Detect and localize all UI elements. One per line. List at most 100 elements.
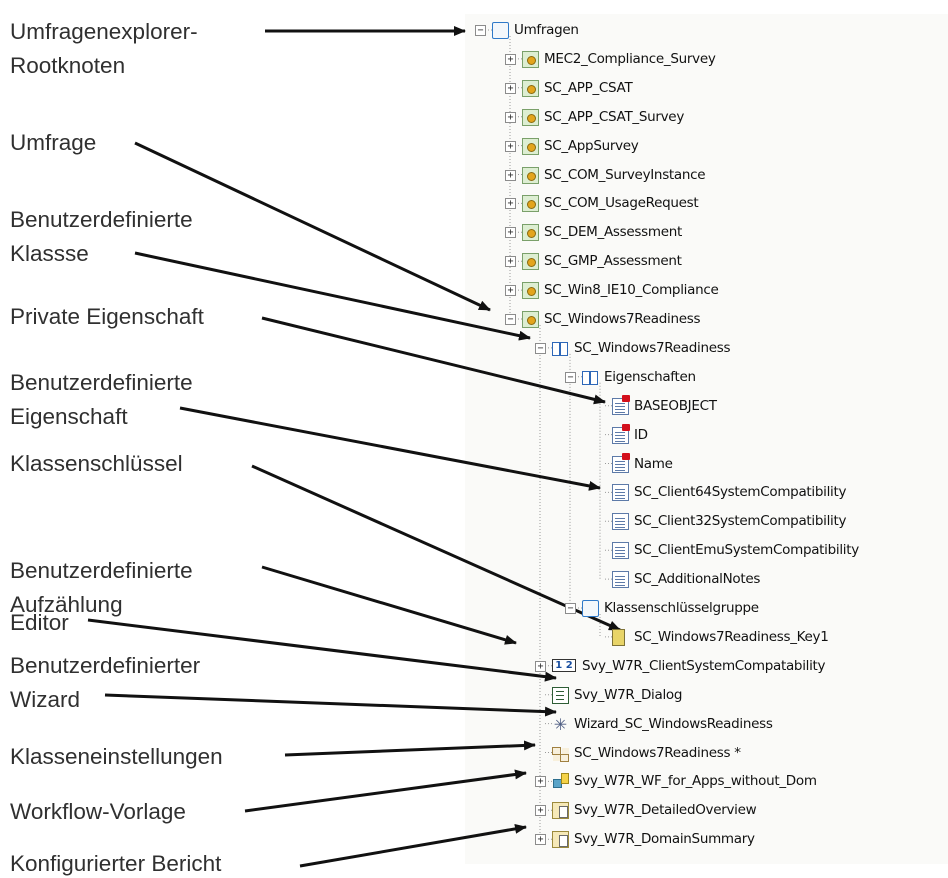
survey-icon bbox=[522, 166, 539, 184]
callout-label-custom-enum: Benutzerdefinierte bbox=[10, 558, 193, 583]
tree-node-label[interactable]: Eigenschaften bbox=[604, 368, 696, 385]
tree-node-label[interactable]: SC_Client32SystemCompatibility bbox=[634, 513, 847, 530]
survey-icon bbox=[522, 79, 539, 97]
tree-node-label[interactable]: Svy_W7R_ClientSystemCompatability bbox=[582, 657, 826, 674]
property-icon bbox=[612, 542, 629, 560]
callout-label-custom-enum: Aufzählung bbox=[10, 592, 123, 617]
folder-icon bbox=[492, 22, 509, 39]
expand-icon[interactable]: + bbox=[505, 198, 516, 210]
lock-icon bbox=[622, 394, 630, 402]
survey-icon bbox=[522, 195, 539, 213]
property-icon bbox=[612, 513, 629, 531]
editor-icon bbox=[552, 686, 569, 704]
tree-node-label[interactable]: SC_Windows7Readiness * bbox=[574, 744, 741, 761]
callout-arrow-class-key bbox=[251, 464, 621, 632]
tree-node-label[interactable]: SC_Windows7Readiness bbox=[574, 339, 731, 356]
tree-node-label[interactable]: Wizard_SC_WindowsReadiness bbox=[574, 715, 773, 732]
survey-icon bbox=[522, 282, 539, 300]
callout-arrow-class-settings bbox=[284, 740, 536, 757]
callout-label-class-key: Klassenschlüssel bbox=[10, 451, 183, 476]
callout-label-custom-wizard: Wizard bbox=[10, 687, 81, 712]
tree-node-label[interactable]: SC_DEM_Assessment bbox=[544, 224, 682, 241]
class-icon bbox=[552, 340, 569, 357]
tree-node-label[interactable]: Svy_W7R_Dialog bbox=[574, 686, 683, 703]
expand-icon[interactable]: + bbox=[505, 256, 516, 268]
callout-arrow-custom-class bbox=[134, 251, 531, 341]
expand-icon[interactable]: + bbox=[505, 169, 516, 181]
tree-node-label[interactable]: SC_COM_UsageRequest bbox=[544, 195, 699, 212]
survey-icon bbox=[522, 50, 539, 68]
tree-node-label[interactable]: SC_GMP_Assessment bbox=[544, 253, 682, 270]
callout-label-custom-prop: Eigenschaft bbox=[10, 404, 128, 429]
tree-node-label[interactable]: SC_COM_SurveyInstance bbox=[544, 166, 706, 183]
callout-label-custom-prop: Benutzerdefinierte bbox=[10, 370, 193, 395]
callout-label-editor: Editor bbox=[10, 610, 69, 635]
tree-node-label[interactable]: Klassenschlüsselgruppe bbox=[604, 600, 759, 616]
lock-icon bbox=[622, 423, 630, 431]
tree-node-label[interactable]: SC_Win8_IE10_Compliance bbox=[544, 282, 719, 299]
expand-icon[interactable]: + bbox=[505, 140, 516, 152]
tree-node-label[interactable]: Name bbox=[634, 455, 673, 472]
tree-node-label[interactable]: BASEOBJECT bbox=[634, 397, 717, 414]
callout-arrow-configured-report bbox=[299, 823, 527, 868]
expand-icon[interactable]: + bbox=[505, 285, 516, 297]
survey-icon bbox=[522, 108, 539, 126]
properties-group-icon bbox=[582, 369, 599, 386]
tree-node-label[interactable]: SC_Windows7Readiness bbox=[544, 311, 701, 327]
tree-node-label[interactable]: MEC2_Compliance_Survey bbox=[544, 50, 716, 67]
callout-arrow-custom-enum bbox=[261, 565, 517, 645]
tree-node-label[interactable]: Svy_W7R_DomainSummary bbox=[574, 831, 755, 848]
key-group-icon bbox=[582, 600, 599, 617]
collapse-icon[interactable]: − bbox=[505, 314, 516, 325]
callout-label-root: Umfragenexplorer- bbox=[10, 19, 198, 44]
survey-icon bbox=[522, 224, 539, 242]
callout-arrows bbox=[87, 26, 621, 868]
expand-icon[interactable]: + bbox=[505, 111, 516, 123]
expand-icon[interactable]: + bbox=[505, 53, 516, 65]
private-property-icon bbox=[612, 455, 629, 473]
survey-explorer-tree-panel bbox=[465, 14, 948, 864]
tree-node-label[interactable]: SC_Windows7Readiness_Key1 bbox=[634, 628, 829, 645]
callout-label-custom-class: Klassse bbox=[10, 241, 89, 266]
lock-icon bbox=[622, 452, 630, 460]
class-settings-icon bbox=[552, 745, 569, 762]
callout-arrow-survey bbox=[134, 141, 491, 312]
expand-icon[interactable]: + bbox=[505, 82, 516, 94]
private-property-icon bbox=[612, 426, 629, 444]
expand-icon[interactable]: + bbox=[535, 660, 546, 672]
expand-icon[interactable]: + bbox=[505, 227, 516, 239]
callout-arrow-custom-wizard bbox=[104, 693, 557, 717]
expand-icon[interactable]: + bbox=[535, 834, 546, 846]
report-icon bbox=[552, 831, 569, 849]
tree-node-label[interactable]: SC_APP_CSAT_Survey bbox=[544, 108, 685, 125]
survey-icon bbox=[522, 311, 539, 328]
property-icon bbox=[612, 484, 629, 502]
callout-label-survey: Umfrage bbox=[10, 130, 97, 155]
report-icon bbox=[552, 802, 569, 820]
collapse-icon[interactable]: − bbox=[475, 25, 486, 36]
expand-icon[interactable]: + bbox=[535, 805, 546, 817]
callout-arrow-workflow-template bbox=[244, 769, 527, 813]
tree-node-label[interactable]: Svy_W7R_WF_for_Apps_without_Dom bbox=[574, 773, 817, 790]
callout-arrow-private-prop bbox=[261, 316, 606, 405]
collapse-icon[interactable]: − bbox=[565, 371, 576, 383]
tree-node-label[interactable]: ID bbox=[634, 426, 648, 443]
tree-node-label[interactable]: SC_Client64SystemCompatibility bbox=[634, 484, 847, 501]
callout-label-custom-wizard: Benutzerdefinierter bbox=[10, 653, 201, 678]
expand-icon[interactable]: + bbox=[535, 776, 546, 788]
callout-arrow-custom-prop bbox=[179, 406, 601, 491]
tree-node-label[interactable]: SC_ClientEmuSystemCompatibility bbox=[634, 542, 859, 559]
collapse-icon[interactable]: − bbox=[565, 603, 576, 614]
tree-node-label[interactable]: SC_AdditionalNotes bbox=[634, 571, 761, 588]
collapse-icon[interactable]: − bbox=[535, 342, 546, 354]
callout-label-root: Rootknoten bbox=[10, 53, 126, 78]
tree-node-label[interactable]: SC_AppSurvey bbox=[544, 137, 639, 154]
survey-icon bbox=[522, 137, 539, 155]
tree-node-label[interactable]: Umfragen bbox=[514, 22, 579, 38]
tree-node-label[interactable]: SC_APP_CSAT bbox=[544, 79, 633, 96]
survey-icon bbox=[522, 253, 539, 271]
property-icon bbox=[612, 571, 629, 589]
tree-node-label[interactable]: Svy_W7R_DetailedOverview bbox=[574, 802, 757, 819]
